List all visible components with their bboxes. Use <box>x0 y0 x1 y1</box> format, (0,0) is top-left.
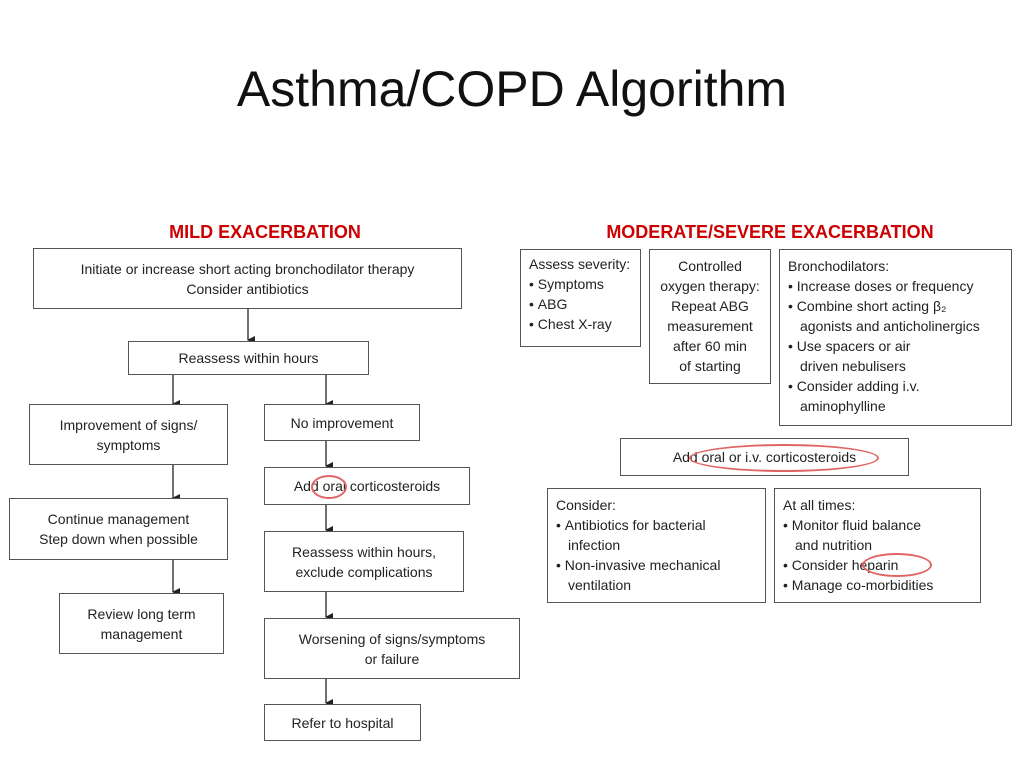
initiate-line-2: Consider antibiotics <box>186 280 309 297</box>
no-improvement-label: No improvement <box>290 414 394 431</box>
worsening-line-1: Worsening of signs/symptoms <box>298 630 486 647</box>
bronchodilators-line: Increase doses or frequency <box>788 276 1003 296</box>
assess-item: Chest X-ray <box>529 314 632 334</box>
at-all-times-line: Manage co-morbidities <box>783 575 972 595</box>
continue-line-1: Continue management <box>47 511 190 527</box>
consider-line: infection <box>568 537 621 553</box>
oxygen-line: Controlled <box>678 258 742 274</box>
oxygen-line: of starting <box>679 358 741 374</box>
review-line-2: management <box>100 625 183 642</box>
bronchodilators-title: Bronchodilators: <box>788 258 890 274</box>
bronchodilators-line: driven nebulisers <box>800 358 906 374</box>
at-all-times-line: Monitor fluid balance <box>783 515 972 535</box>
bronchodilators-line: Use spacers or air <box>788 336 1003 356</box>
oxygen-line: after 60 min <box>673 338 747 354</box>
continue-box: Continue management Step down when possi… <box>9 498 228 560</box>
worsening-box: Worsening of signs/symptoms or failure <box>264 618 520 679</box>
initiate-line-1: Initiate or increase short acting bronch… <box>80 260 415 277</box>
review-line-1: Review long term <box>87 605 196 622</box>
heparin-highlight-oval <box>862 553 932 577</box>
continue-line-2: Step down when possible <box>39 531 198 547</box>
bronchodilators-line: Combine short acting β₂ <box>788 296 1003 316</box>
assess-item: ABG <box>529 294 632 314</box>
reassess-label: Reassess within hours <box>178 350 319 366</box>
assess-item: Symptoms <box>529 274 632 294</box>
mild-heading: MILD EXACERBATION <box>169 222 361 242</box>
refer-box: Refer to hospital <box>264 704 421 741</box>
improvement-box: Improvement of signs/ symptoms <box>29 404 228 465</box>
consider-line: Non-invasive mechanical <box>556 555 757 575</box>
oxygen-therapy-box: Controlled oxygen therapy: Repeat ABG me… <box>649 249 771 384</box>
reassess-box: Reassess within hours <box>128 341 369 375</box>
improvement-line-2: symptoms <box>96 436 161 453</box>
slide-title: Asthma/COPD Algorithm <box>236 61 788 117</box>
refer-label: Refer to hospital <box>291 714 394 731</box>
consider-box: Consider: Antibiotics for bacterial infe… <box>547 488 766 603</box>
worsening-line-2: or failure <box>364 650 420 667</box>
no-improvement-box: No improvement <box>264 404 420 441</box>
bronchodilators-line: Consider adding i.v. <box>788 376 1003 396</box>
improvement-line-1: Improvement of signs/ <box>59 416 198 433</box>
initiate-box: Initiate or increase short acting bronch… <box>33 248 462 309</box>
oxygen-line: oxygen therapy: <box>660 278 760 294</box>
oxygen-line: Repeat ABG <box>671 298 749 314</box>
bronchodilators-line: aminophylline <box>800 398 886 414</box>
assess-title: Assess severity: <box>529 256 631 272</box>
severe-heading: MODERATE/SEVERE EXACERBATION <box>606 222 934 242</box>
assess-severity-box: Assess severity: Symptoms ABG Chest X-ra… <box>520 249 641 347</box>
bronchodilators-box: Bronchodilators: Increase doses or frequ… <box>779 249 1012 426</box>
bronchodilators-line: agonists and anticholinergics <box>800 318 980 334</box>
at-all-times-title: At all times: <box>783 497 856 513</box>
reassess-exclude-line-2: exclude complications <box>295 563 433 580</box>
consider-title: Consider: <box>556 497 616 513</box>
at-all-times-line: and nutrition <box>795 537 873 553</box>
review-box: Review long term management <box>59 593 224 654</box>
oral-highlight-oval <box>311 475 347 499</box>
oral-iv-highlight-oval <box>689 444 879 472</box>
consider-line: Antibiotics for bacterial <box>556 515 757 535</box>
at-all-times-box: At all times: Monitor fluid balance and … <box>774 488 981 603</box>
reassess-exclude-line-1: Reassess within hours, <box>292 543 436 560</box>
reassess-exclude-box: Reassess within hours, exclude complicat… <box>264 531 464 592</box>
oxygen-line: measurement <box>667 318 753 334</box>
add-oral-box: Add oral corticosteroids <box>264 467 470 505</box>
consider-line: ventilation <box>568 577 632 593</box>
